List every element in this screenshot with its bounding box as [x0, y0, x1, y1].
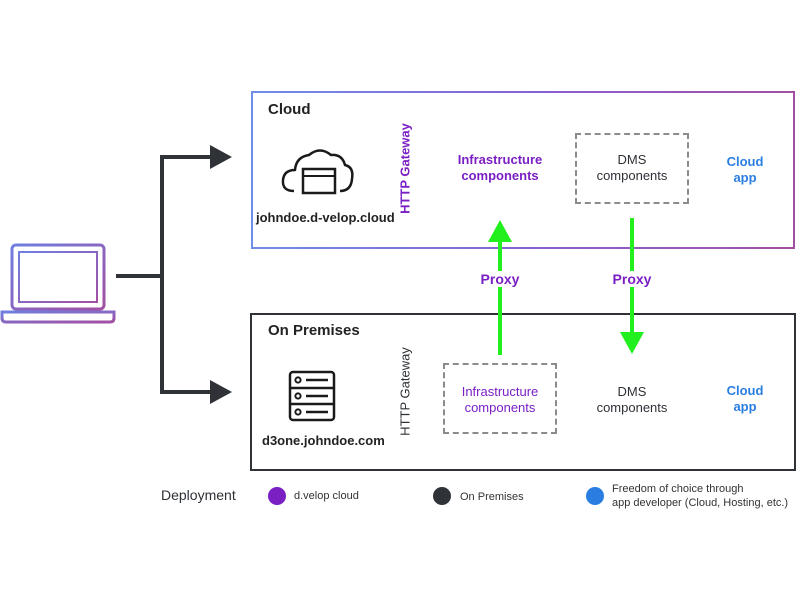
cloud-host-label: johndoe.d-velop.cloud: [256, 210, 395, 225]
cloud-title: Cloud: [268, 101, 311, 118]
legend-freedom-line1: Freedom of choice through: [612, 483, 744, 495]
onprem-http-gateway: HTTP Gateway: [397, 347, 413, 436]
cloud-infra-line1: Infrastructure: [457, 152, 543, 167]
legend-freedom-line2: app developer (Cloud, Hosting, etc.): [612, 497, 789, 509]
cloud-http-gateway: HTTP Gateway: [397, 123, 413, 214]
proxy-label-right: Proxy: [607, 271, 657, 287]
legend-dot-dvelop-cloud: [268, 487, 286, 505]
onprem-host-label: d3one.johndoe.com: [262, 433, 385, 448]
onprem-dms-line2: components: [596, 400, 668, 415]
cloud-app-line1: Cloud: [726, 154, 764, 169]
legend-label-freedom: Freedom of choice through app developer …: [612, 482, 788, 510]
onprem-title: On Premises: [268, 322, 360, 339]
legend-dot-onprem: [433, 487, 451, 505]
legend-title: Deployment: [161, 487, 236, 503]
cloud-dms-line1: DMS: [617, 152, 647, 167]
onprem-infra-line1: Infrastructure: [461, 384, 539, 399]
cloud-app-label: Cloud app: [715, 154, 775, 186]
onprem-deployment-box: [250, 313, 796, 471]
cloud-infrastructure-label: Infrastructure components: [445, 152, 555, 184]
proxy-label-left: Proxy: [475, 271, 525, 287]
cloud-app-line2: app: [733, 170, 757, 185]
legend-label-onprem: On Premises: [460, 491, 524, 503]
cloud-dms-line2: components: [596, 168, 668, 183]
server-rack-icon: [288, 370, 336, 422]
cloud-dms-label: DMS components: [575, 152, 689, 184]
onprem-dms-label: DMS components: [575, 384, 689, 416]
onprem-app-label: Cloud app: [715, 383, 775, 415]
cloud-infra-line2: components: [461, 168, 539, 183]
onprem-infra-line2: components: [464, 400, 536, 415]
legend-label-dvelop-cloud: d.velop cloud: [294, 490, 359, 502]
cloud-deployment-box: [251, 91, 795, 249]
onprem-app-line2: app: [733, 399, 757, 414]
onprem-infrastructure-label: Infrastructure components: [443, 384, 557, 416]
onprem-app-line1: Cloud: [726, 383, 764, 398]
cloud-dms-box: [575, 133, 689, 204]
onprem-dms-line1: DMS: [617, 384, 647, 399]
legend-dot-freedom: [586, 487, 604, 505]
onprem-infrastructure-box: [443, 363, 557, 434]
cloud-window-icon: [281, 149, 354, 195]
